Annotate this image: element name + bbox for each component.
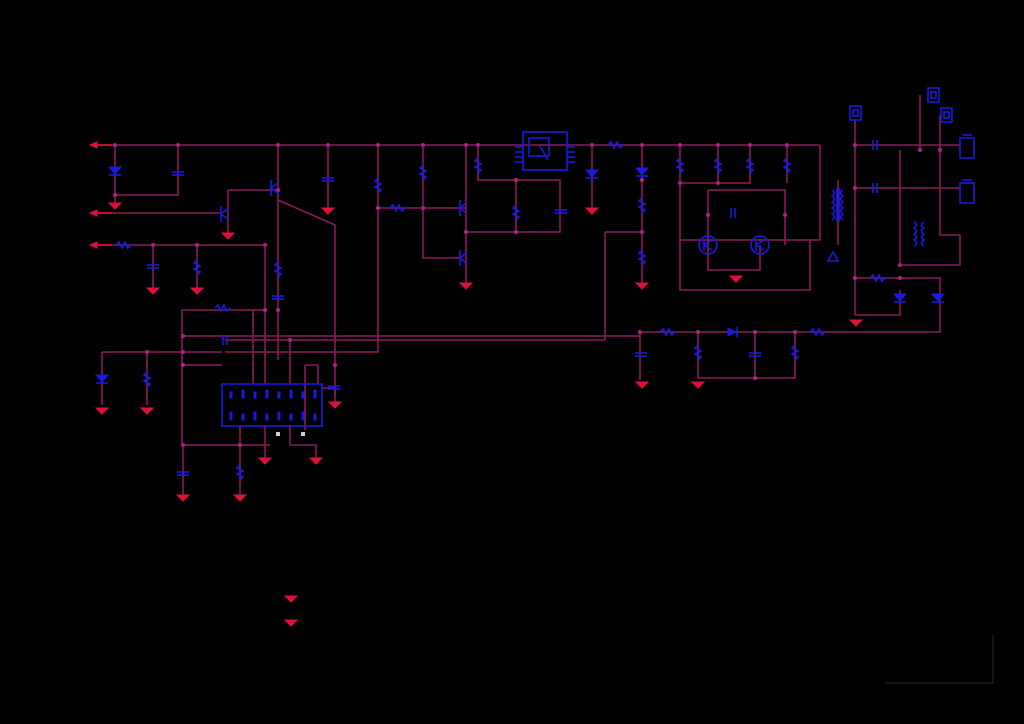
wires bbox=[95, 95, 961, 495]
grounds bbox=[94, 202, 864, 627]
title-block-frame bbox=[885, 635, 994, 684]
components bbox=[94, 87, 975, 481]
junctions bbox=[113, 143, 942, 447]
net-port-arrows bbox=[88, 141, 112, 249]
